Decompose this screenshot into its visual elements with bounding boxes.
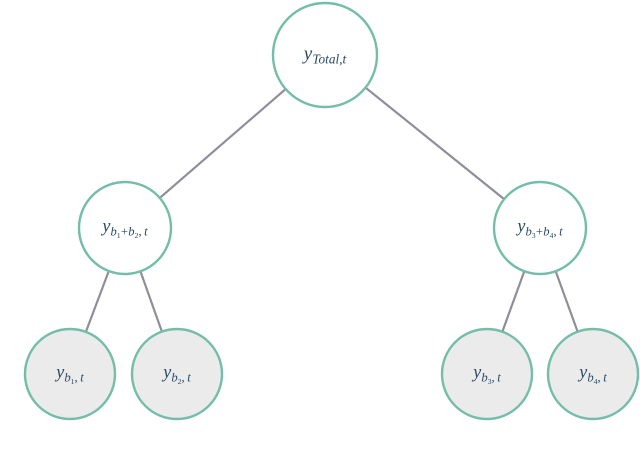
tree-node-b4[interactable] — [546, 327, 640, 421]
tree-node-b3[interactable] — [440, 327, 534, 421]
tree-node-b1+b2[interactable] — [77, 180, 173, 276]
tree-node-b1[interactable] — [23, 327, 117, 421]
tree-node-total[interactable] — [271, 1, 379, 109]
nodes-layer — [23, 1, 640, 421]
tree-node-b3+b4[interactable] — [492, 180, 588, 276]
tree-node-b2[interactable] — [130, 327, 224, 421]
